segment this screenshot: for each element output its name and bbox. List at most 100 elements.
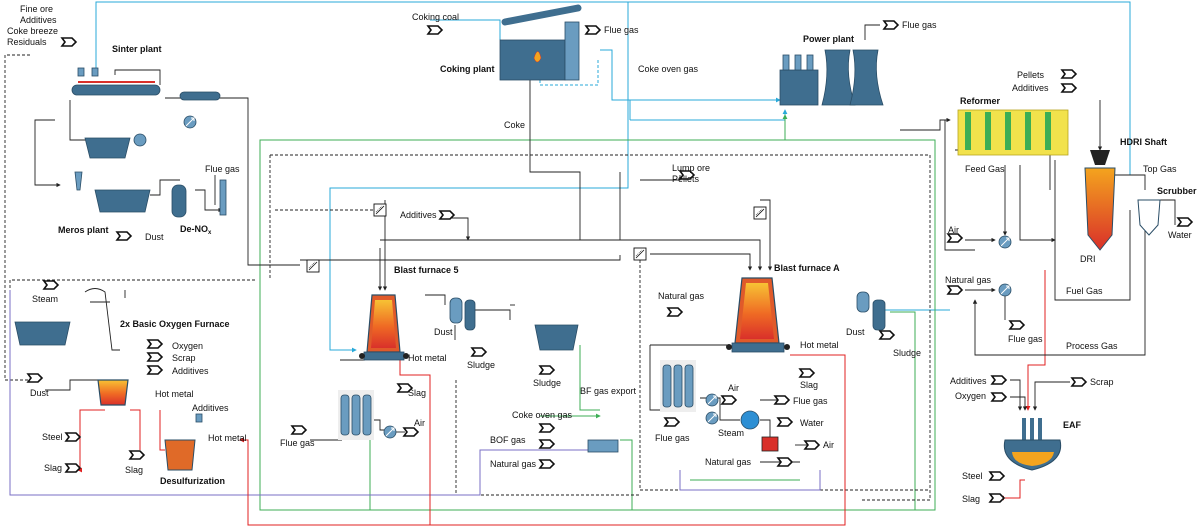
steel-arrow-icon bbox=[65, 432, 81, 442]
slag-arrow-icon bbox=[989, 493, 1005, 503]
additives-arrow-icon bbox=[1061, 83, 1077, 93]
cooling-tower-icon bbox=[821, 49, 856, 106]
bfa-flue-gas2-label: Flue gas bbox=[793, 396, 828, 406]
bf-gas-heat-exchanger bbox=[587, 439, 619, 453]
eaf-melt bbox=[1012, 452, 1054, 466]
dust-catcher-icon bbox=[449, 297, 463, 324]
flue-gas-arrow-icon bbox=[1009, 320, 1025, 330]
dust-catcher-icon bbox=[856, 291, 870, 313]
reformer-air-label: Air bbox=[948, 225, 959, 235]
top-gas-label: Top Gas bbox=[1143, 164, 1177, 174]
scrap-arrow-icon bbox=[1071, 377, 1087, 387]
input-additives: Additives bbox=[20, 15, 57, 25]
desulf-hot-metal-label: Hot metal bbox=[208, 433, 247, 443]
valve-icon bbox=[633, 247, 647, 261]
bof-hot-metal-label: Hot metal bbox=[155, 389, 194, 399]
air-arrow-icon bbox=[403, 427, 419, 437]
feed-gas-label: Feed Gas bbox=[965, 164, 1005, 174]
coking-plant-title: Coking plant bbox=[440, 64, 495, 74]
coke-oven-gas-arrow-icon bbox=[539, 423, 555, 433]
gas-burner-icon bbox=[761, 436, 779, 452]
bf5-natural-gas-label: Natural gas bbox=[490, 459, 537, 469]
steam-generator-icon bbox=[740, 410, 760, 430]
bfa-water-label: Water bbox=[800, 418, 824, 428]
bof-esp-icon bbox=[14, 321, 71, 346]
air-arrow-icon bbox=[804, 440, 820, 450]
bof-scrap-label: Scrap bbox=[172, 353, 196, 363]
reformer-box bbox=[957, 109, 1069, 156]
hopper-icon bbox=[195, 413, 203, 423]
flue-gas-arrow-icon bbox=[774, 395, 790, 405]
input-coke-breeze: Coke breeze bbox=[7, 26, 58, 36]
bf5-hot-metal-label: Hot metal bbox=[408, 353, 447, 363]
eaf-slag-label: Slag bbox=[962, 494, 980, 504]
coke-label: Coke bbox=[504, 120, 525, 130]
bfa-slag-label: Slag bbox=[800, 380, 818, 390]
bof-oxygen-label: Oxygen bbox=[172, 341, 203, 351]
electrode-icon bbox=[1038, 418, 1042, 440]
bf5-core bbox=[371, 300, 396, 348]
reformer-hdri-eaf: Reformer Feed Gas Air Natural gas Flue g… bbox=[945, 69, 1197, 504]
de-nox-label: De-NOx bbox=[180, 224, 212, 236]
lump-ore-label: Lump ore bbox=[672, 163, 710, 173]
valve-icon bbox=[753, 206, 767, 220]
scrubber-vessel bbox=[1137, 199, 1161, 236]
natural-gas-arrow-icon bbox=[947, 285, 963, 295]
bf5-dust-label: Dust bbox=[434, 327, 453, 337]
bof-steel-label: Steel bbox=[42, 432, 63, 442]
coking-flue-gas-label: Flue gas bbox=[604, 25, 639, 35]
air-arrow-icon bbox=[721, 395, 737, 405]
bof-gas-arrow-icon bbox=[539, 439, 555, 449]
coking-coal-arrow-icon bbox=[427, 25, 443, 35]
coke-oven-battery bbox=[499, 39, 566, 81]
dust-arrow-icon bbox=[27, 373, 43, 383]
dust-arrow-icon bbox=[116, 231, 132, 241]
natural-gas-arrow-icon bbox=[667, 307, 683, 317]
dri-label: DRI bbox=[1080, 254, 1096, 264]
water-arrow-icon bbox=[777, 417, 793, 427]
hopper-icon bbox=[91, 67, 99, 77]
bf5-esp-icon bbox=[534, 324, 579, 351]
bfa-sludge-label: Sludge bbox=[893, 348, 921, 358]
bof-dust-label: Dust bbox=[30, 388, 49, 398]
bfa-natural-gas-label: Natural gas bbox=[658, 291, 705, 301]
power-plant-title: Power plant bbox=[803, 34, 854, 44]
blower-icon bbox=[705, 411, 719, 425]
scrubber-icon bbox=[872, 299, 886, 331]
water-arrow-icon bbox=[1177, 217, 1193, 227]
slag-arrow-icon bbox=[129, 450, 145, 460]
additives-arrow-icon bbox=[991, 375, 1007, 385]
hot-stove-icon bbox=[362, 394, 372, 436]
blast-furnace-5: Additives Blast furnace 5 Hot metal Slag… bbox=[280, 203, 637, 469]
pellets-label: Pellets bbox=[672, 174, 700, 184]
power-flue-gas-arrow-icon bbox=[883, 20, 899, 30]
desulf-title: Desulfurization bbox=[160, 476, 225, 486]
bf5-coke-oven-gas-label: Coke oven gas bbox=[512, 410, 573, 420]
bf5-flue-gas-label: Flue gas bbox=[280, 438, 315, 448]
bf5-tuyere-ring bbox=[363, 351, 405, 361]
bfa-steam-label: Steam bbox=[718, 428, 744, 438]
basic-oxygen-furnace: Steam 2x Basic Oxygen Furnace Oxygen Scr… bbox=[14, 280, 247, 486]
power-flue-gas-label: Flue gas bbox=[902, 20, 937, 30]
scrubber-icon bbox=[464, 299, 476, 331]
gas-preheater-icon bbox=[998, 283, 1012, 297]
hot-stove-icon bbox=[351, 394, 361, 436]
bf-gas-export-label: BF gas export bbox=[580, 386, 637, 396]
hopper-icon bbox=[77, 67, 85, 77]
fuel-gas-label: Fuel Gas bbox=[1066, 286, 1103, 296]
hot-stove-icon bbox=[340, 394, 350, 436]
meros-filter-icon bbox=[94, 189, 151, 213]
hdri-top-hopper bbox=[1090, 150, 1110, 165]
steam-arrow-icon bbox=[43, 280, 59, 290]
pellets-arrow-icon bbox=[1061, 69, 1077, 79]
bfa-core bbox=[740, 283, 774, 339]
scrubber-title: Scrubber bbox=[1157, 186, 1197, 196]
hdri-title: HDRI Shaft bbox=[1120, 137, 1167, 147]
hdri-water-label: Water bbox=[1168, 230, 1192, 240]
blower-icon bbox=[383, 425, 397, 439]
coking-coal-label: Coking coal bbox=[412, 12, 459, 22]
bfa-air-label: Air bbox=[728, 383, 739, 393]
flow-lines bbox=[4, 1, 1176, 526]
desulfurization-ladle bbox=[164, 439, 196, 471]
